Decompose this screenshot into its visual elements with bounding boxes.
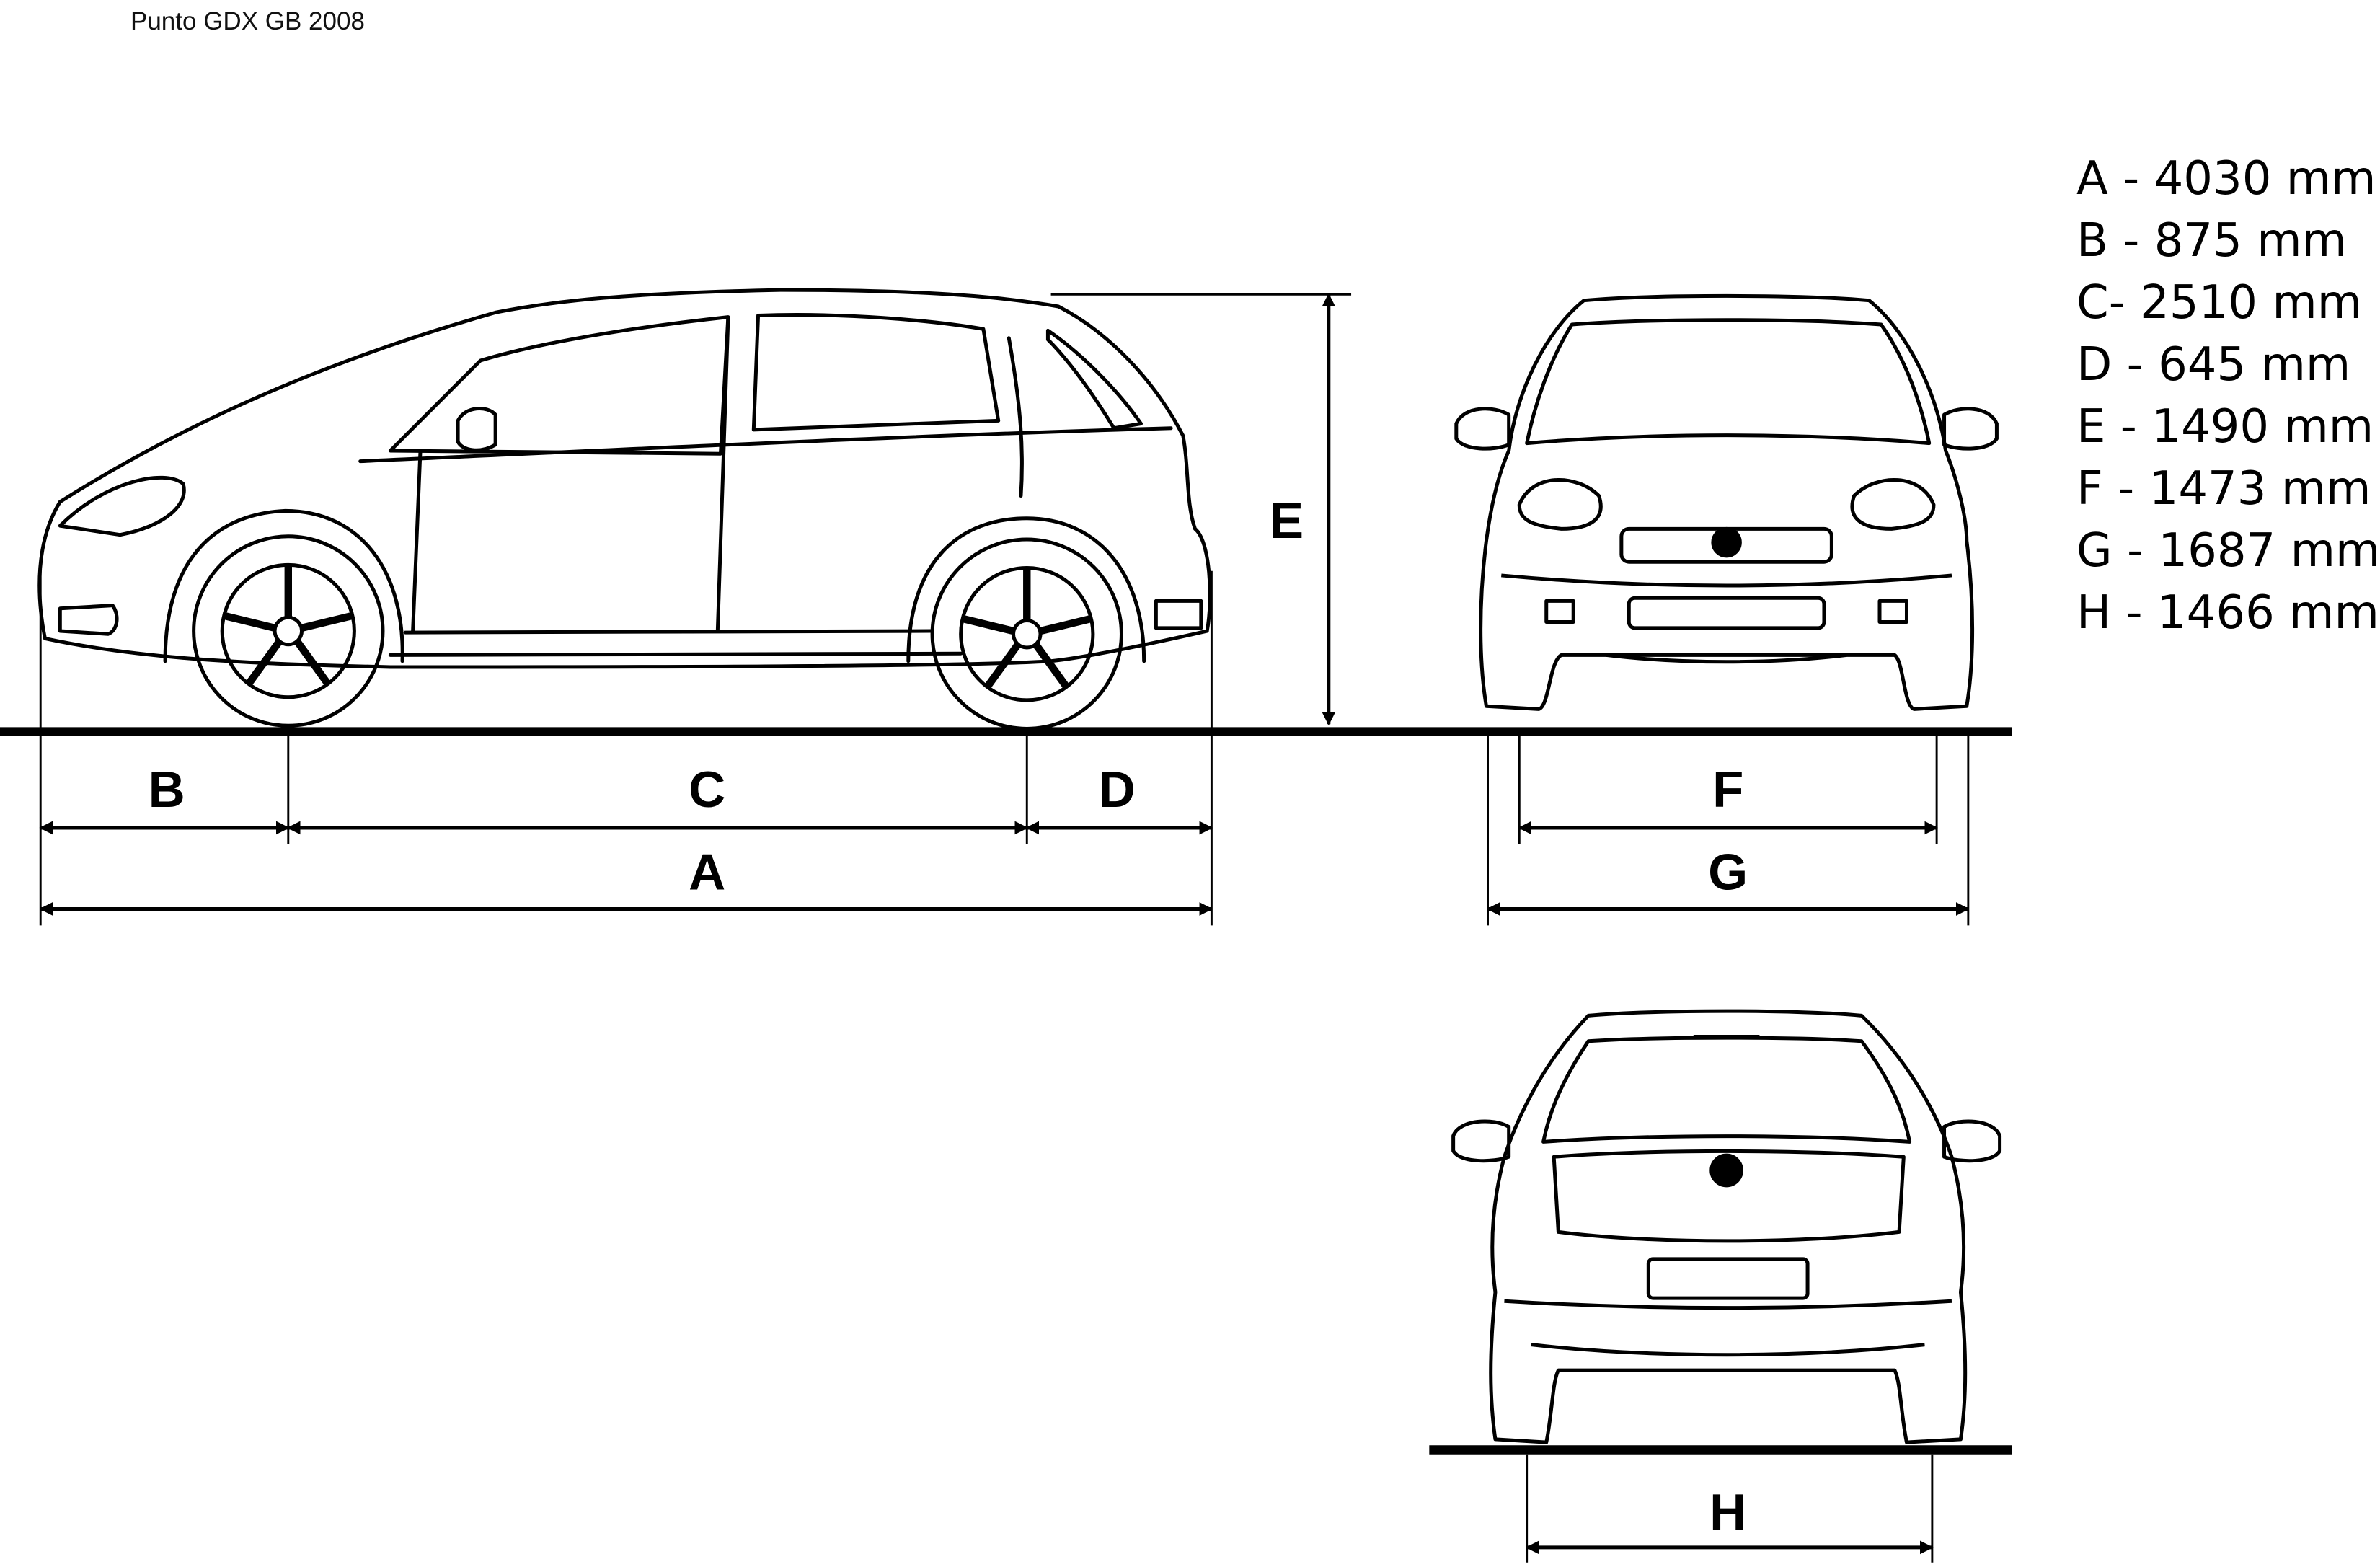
- front-windshield: [1525, 318, 1932, 446]
- rear-left-mirror: [1451, 1119, 1511, 1163]
- spec-a: A - 4030 mm: [2076, 152, 2376, 206]
- spec-c: C- 2510 mm: [2076, 276, 2363, 330]
- dimension-extension-lines: [39, 293, 1970, 1563]
- spec-e: E - 1490 mm: [2076, 400, 2374, 454]
- rear-bumper: [1504, 1299, 1952, 1357]
- dim-label-g: G: [1708, 844, 1748, 901]
- dim-label-c: C: [689, 762, 725, 818]
- side-window: [388, 315, 730, 456]
- rear-hatch: [1552, 1149, 1906, 1243]
- spec-h: H - 1466 mm: [2076, 586, 2379, 640]
- front-body-outline: [1479, 293, 1975, 711]
- side-front-arch: [163, 508, 404, 663]
- spec-d: D - 645 mm: [2076, 338, 2351, 392]
- side-foglight: [58, 604, 119, 636]
- front-right-mirror: [1942, 407, 1999, 451]
- front-left-mirror: [1454, 407, 1511, 451]
- dimension-spec-list: A - 4030 mm B - 875 mm C- 2510 mm D - 64…: [2076, 148, 2380, 644]
- front-upper-grille: [1619, 526, 1833, 564]
- side-body-outline: [37, 288, 1212, 669]
- rear-plate: [1646, 1257, 1810, 1300]
- side-sill: [388, 629, 963, 657]
- front-wheel: [192, 534, 385, 728]
- side-rear-arch: [906, 516, 1146, 663]
- side-beltline: [358, 426, 1173, 464]
- side-door-line: [411, 317, 1024, 633]
- rear-window: [1541, 1036, 1912, 1144]
- front-lower-grille: [1627, 596, 1826, 630]
- ground-lines: [0, 727, 2012, 1455]
- rear-right-mirror: [1942, 1119, 2002, 1163]
- front-bumper-line: [1501, 573, 1952, 664]
- dim-label-b: B: [149, 762, 185, 818]
- front-right-headlight: [1850, 477, 1936, 531]
- dim-label-d: D: [1099, 762, 1136, 818]
- spec-b: B - 875 mm: [2076, 214, 2347, 268]
- side-quarter-glass: [1045, 328, 1143, 431]
- side-mirror: [456, 407, 497, 452]
- spec-g: G - 1687 mm: [2076, 524, 2380, 578]
- spec-f: F - 1473 mm: [2076, 462, 2371, 516]
- car-side-view: [37, 288, 1212, 669]
- rear-body-outline: [1489, 1009, 1968, 1444]
- dim-label-f: F: [1712, 762, 1743, 818]
- side-headlight: [58, 475, 186, 537]
- car-rear-view: [1451, 1009, 2002, 1444]
- side-rear-bumper: [1154, 599, 1203, 630]
- car-front-view: [1454, 293, 1999, 711]
- side-rear-window: [751, 313, 1001, 432]
- dimension-letters: B C D A E F G H: [149, 493, 1748, 1541]
- front-foglights: [1544, 599, 1908, 624]
- dim-label-a: A: [689, 844, 725, 901]
- dim-label-e: E: [1270, 493, 1304, 549]
- front-left-headlight: [1517, 477, 1603, 531]
- dimension-arrows: [39, 293, 1970, 1555]
- dim-label-h: H: [1709, 1484, 1746, 1541]
- rear-wheel: [930, 537, 1123, 730]
- page-title: Punto GDX GB 2008: [130, 7, 365, 35]
